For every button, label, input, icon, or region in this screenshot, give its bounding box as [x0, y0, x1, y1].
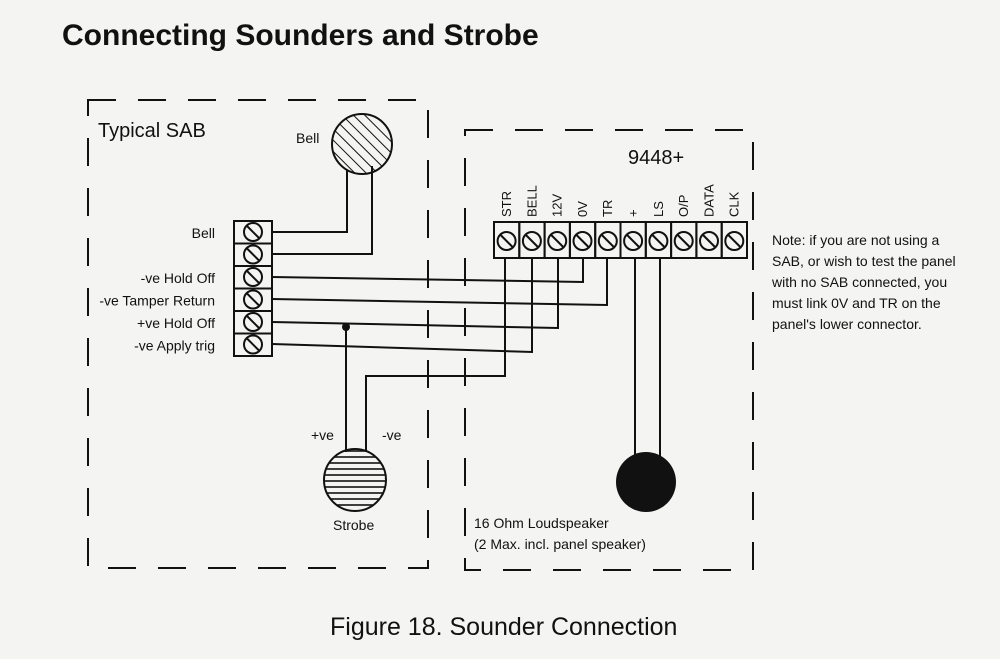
bell-label: Bell — [296, 130, 319, 146]
screw-terminal-icon — [699, 231, 719, 251]
panel-terminal — [720, 221, 749, 259]
screw-slot — [626, 234, 640, 248]
panel-terminal-label: + — [626, 209, 641, 217]
screw-slot — [702, 234, 716, 248]
wire-hold-off-0v — [271, 258, 584, 284]
screw-terminal-icon — [243, 267, 263, 287]
panel-terminal-label: 0V — [575, 201, 590, 217]
screw-slot — [246, 337, 260, 352]
wire-hold-off-12v — [271, 258, 559, 330]
sab-terminal-label: -ve Tamper Return — [99, 293, 215, 309]
screw-slot — [651, 234, 666, 248]
screw-slot — [246, 247, 260, 262]
wire-tamper-tr — [271, 258, 608, 307]
strobe-label: Strobe — [333, 517, 374, 533]
screw-slot — [246, 292, 260, 307]
sab-boundary — [87, 99, 429, 569]
junction-dot — [342, 323, 350, 331]
panel-terminal-label: STR — [499, 191, 514, 217]
screw-slot — [246, 315, 260, 329]
note-text: Note: if you are not using a SAB, or wish… — [771, 232, 956, 332]
note-line: panel's lower connector. — [772, 316, 922, 332]
panel-terminal-label: DATA — [701, 184, 716, 217]
screw-slot — [727, 234, 742, 248]
screw-slot — [676, 234, 691, 248]
figure-caption: Figure 18. Sounder Connection — [330, 613, 677, 641]
wire-str-strobe — [365, 258, 506, 452]
panel-terminal-label: O/P — [676, 195, 691, 217]
screw-slot — [550, 234, 564, 248]
wire-trig-bell — [271, 258, 533, 354]
screw-terminal-icon — [243, 312, 263, 332]
sab-terminal-labels: Bell -ve Hold Off -ve Tamper Return +ve Hol… — [99, 225, 215, 354]
screw-terminal-icon — [496, 231, 517, 251]
note-line: must link 0V and TR on the — [772, 295, 941, 311]
sab-terminal-label: -ve Hold Off — [141, 270, 216, 286]
panel-title: 9448+ — [628, 147, 684, 169]
screw-slot — [246, 225, 260, 239]
wires — [271, 166, 661, 456]
heading: Connecting Sounders and Strobe — [62, 19, 539, 52]
screw-slot — [525, 234, 539, 248]
screw-terminal-icon — [673, 231, 694, 251]
panel-terminal-block — [493, 221, 749, 259]
panel-terminal-label: LS — [651, 201, 666, 217]
note-line: SAB, or wish to test the panel — [772, 253, 956, 269]
screw-terminal-icon — [243, 289, 263, 310]
screw-terminal-icon — [597, 231, 618, 251]
panel-terminal-label: TR — [600, 200, 615, 217]
sab-terminal-label: -ve Apply trig — [134, 338, 215, 354]
screw-terminal-icon — [623, 231, 644, 251]
screw-slot — [575, 234, 590, 248]
bell-icon — [331, 113, 393, 175]
strobe-minus-label: -ve — [382, 427, 402, 443]
screw-terminal-icon — [243, 244, 263, 265]
panel-terminal-labels: STR BELL 12V 0V TR + LS O/P DATA CLK — [499, 184, 742, 217]
wire-bell-1 — [272, 170, 348, 233]
screw-slot — [499, 234, 514, 248]
speaker-label-2: (2 Max. incl. panel speaker) — [474, 536, 646, 552]
screw-terminal-icon — [724, 231, 745, 251]
screw-terminal-icon — [648, 231, 669, 251]
wire-bell-2 — [272, 166, 373, 255]
sab-terminal-block — [233, 220, 273, 357]
speaker-label-1: 16 Ohm Loudspeaker — [474, 515, 609, 531]
screw-terminal-icon — [243, 334, 263, 355]
strobe-icon — [323, 448, 387, 512]
screw-terminal-icon — [572, 231, 593, 251]
note-line: Note: if you are not using a — [772, 232, 940, 248]
screw-slot — [246, 270, 260, 284]
panel-terminal-label: BELL — [524, 185, 539, 217]
screw-terminal-icon — [521, 231, 542, 251]
panel-terminal-label: 12V — [550, 194, 565, 217]
screw-terminal-icon — [243, 222, 263, 242]
note-line: with no SAB connected, you — [771, 274, 947, 290]
strobe-plus-label: +ve — [311, 427, 334, 443]
screw-terminal-icon — [547, 231, 568, 251]
screw-slot — [601, 234, 615, 248]
loudspeaker-icon — [616, 452, 676, 512]
panel-terminal-label: CLK — [727, 191, 742, 217]
sab-title: Typical SAB — [98, 120, 206, 142]
panel-boundary — [464, 129, 754, 571]
sab-terminal-label: Bell — [192, 225, 215, 241]
sab-terminal-label: +ve Hold Off — [137, 315, 215, 331]
